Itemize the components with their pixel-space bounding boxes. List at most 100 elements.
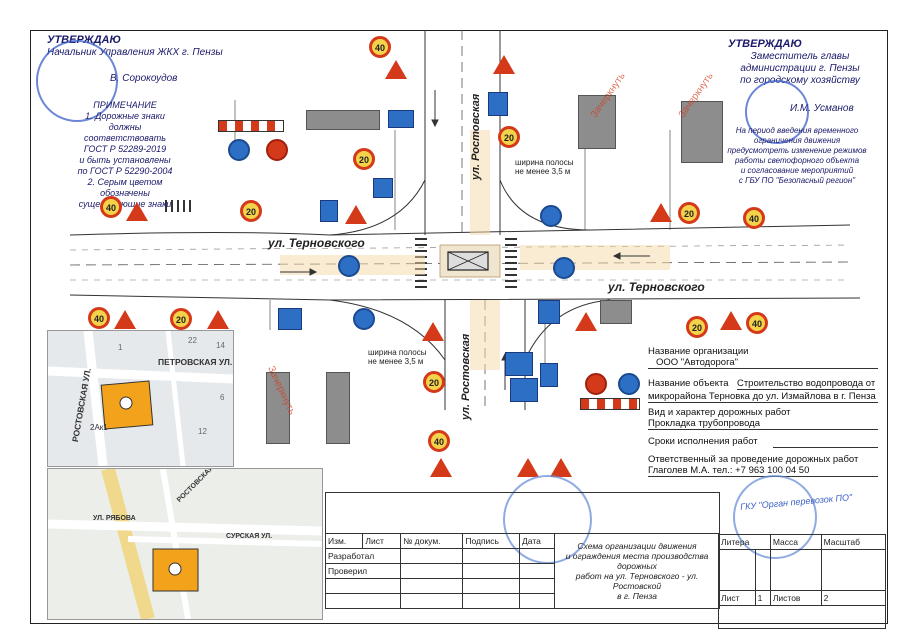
resp-value: Глаголев М.А. тел.: +7 963 100 04 50	[648, 465, 878, 477]
lane-direction-sign	[510, 378, 538, 402]
approve-right-note-1: На период введения временного	[735, 126, 859, 135]
tb-sheet-value: 1	[754, 590, 771, 606]
speed-limit-sign: 20	[240, 200, 262, 222]
info-block: Название организации ООО "Автодорога" На…	[648, 346, 878, 477]
keep-right-sign	[338, 255, 360, 277]
tb-header: Дата	[519, 533, 555, 549]
approve-right-note-3: предусмотреть изменение режимов	[727, 146, 867, 155]
inset2-street-ryabova: УЛ. РЯБОВА	[93, 515, 136, 522]
approve-left-name: В. Сорокоудов	[110, 73, 178, 84]
inset-map-top: ПЕТРОВСКАЯ УЛ. РОСТОВСКАЯ УЛ. 2Ак1 1 22 …	[47, 330, 234, 467]
keep-right-sign	[353, 308, 375, 330]
existing-lane-sign	[306, 110, 380, 130]
inset-map-top-roads	[48, 331, 233, 466]
keep-left-sign	[553, 257, 575, 279]
speed-limit-sign: 40	[369, 36, 391, 58]
approve-left-position: Начальник Управления ЖКХ г. Пензы	[47, 47, 223, 58]
speed-limit-sign: 20	[498, 126, 520, 148]
chevron-board	[218, 120, 284, 132]
approve-right-position-3: по городскому хозяйству	[740, 75, 860, 86]
term-value	[773, 435, 878, 448]
speed-limit-sign: 20	[353, 148, 375, 170]
inset-map-bottom: УЛ. РЯБОВА РОСТОВСКАЯ УЛ. СУРСКАЯ УЛ.	[47, 468, 323, 620]
existing-lane-sign	[600, 300, 632, 324]
tb-row-developed: Разработал	[324, 548, 402, 564]
approve-right-position-2: администрации г. Пензы	[740, 63, 860, 74]
title-block-right: Литера Масса Масштаб Лист 1 Листов 2	[718, 534, 887, 629]
tb-sheets-value: 2	[820, 590, 887, 606]
roadwork-warning-sign	[207, 310, 229, 329]
inset-map-bottom-roads	[48, 469, 322, 619]
tb-description-1: Схема организации движения	[577, 541, 697, 551]
roadwork-warning-sign	[575, 312, 597, 331]
inset-number: 22	[188, 336, 197, 345]
lane-note-bottom-2: не менее 3,5 м	[368, 357, 424, 366]
roadwork-warning-sign	[345, 205, 367, 224]
notes-title: ПРИМЕЧАНИЕ	[93, 100, 157, 110]
keep-left-sign	[540, 205, 562, 227]
street-ternovskogo-left: ул. Терновского	[268, 236, 365, 250]
roadwork-warning-sign	[493, 55, 515, 74]
street-ternovskogo-right: ул. Терновского	[608, 280, 705, 294]
roadwork-warning-sign	[385, 60, 407, 79]
inset-number: 6	[220, 393, 225, 402]
roadwork-warning-sign	[422, 322, 444, 341]
tb-header: Подпись	[462, 533, 521, 549]
tb-description: Схема организации движения и ограждения …	[554, 533, 720, 609]
existing-lane-sign	[266, 372, 290, 444]
existing-lane-sign	[681, 101, 723, 163]
lane-note-top-2: не менее 3,5 м	[515, 167, 571, 176]
roadwork-warning-sign	[550, 458, 572, 477]
inset-number: 12	[198, 427, 207, 436]
drawing-frame	[30, 30, 888, 624]
inset-number: 1	[118, 343, 123, 352]
lane-direction-sign	[538, 300, 560, 324]
lane-note-bottom-1: ширина полосы	[368, 348, 427, 357]
resp-label: Ответственный за проведение дорожных раб…	[648, 454, 859, 465]
notes-line-6: 2. Серым цветом обозначены	[87, 177, 163, 198]
roadwork-warning-sign	[430, 458, 452, 477]
notes-block: ПРИМЕЧАНИЕ 1. Дорожные знаки должны соот…	[70, 100, 180, 210]
inset-number: 14	[216, 341, 225, 350]
approve-right-note-6: с ГБУ ПО "Безопасный регион"	[738, 176, 856, 185]
notes-line-2: соответствовать	[83, 133, 167, 143]
notes-line-1: 1. Дорожные знаки должны	[85, 111, 165, 132]
tb-sheets-label: Листов	[769, 590, 822, 606]
notes-line-3: ГОСТ Р 52289-2019	[83, 144, 167, 154]
street-rostovskaya-bottom: ул. Ростовская	[460, 333, 472, 420]
lane-direction-sign	[540, 363, 558, 387]
tb-description-2: и ограждения места производства дорожных	[565, 551, 709, 571]
speed-limit-sign: 20	[423, 371, 445, 393]
notes-line-5: по ГОСТ Р 52290-2004	[77, 166, 173, 176]
lane-direction-sign	[373, 178, 393, 198]
approve-right-note-4: работы светофорного объекта	[734, 156, 860, 165]
lane-note-bottom: ширина полосы не менее 3,5 м	[368, 348, 426, 366]
tb-header: № докум.	[400, 533, 464, 549]
approve-right-note-5: и согласование мероприятий	[740, 166, 854, 175]
tb-sheet-label: Лист	[718, 590, 756, 606]
lane-direction-sign	[278, 308, 302, 330]
existing-lane-sign	[578, 95, 616, 149]
inset-street-petrovskaya: ПЕТРОВСКАЯ УЛ.	[158, 357, 233, 367]
speed-limit-sign: 40	[746, 312, 768, 334]
street-rostovskaya-top: ул. Ростовская	[470, 93, 482, 180]
approve-right-position: Заместитель главы администрации г. Пензы…	[735, 51, 865, 87]
lane-note-top: ширина полосы не менее 3,5 м	[515, 158, 573, 176]
notes-line-7: существующие знаки	[78, 199, 172, 209]
tb-masshtab: Масштаб	[820, 534, 887, 550]
no-entry-sign	[266, 139, 288, 161]
speed-limit-sign: 40	[100, 196, 122, 218]
org-value: ООО "Автодорога"	[648, 357, 878, 369]
keep-right-sign	[618, 373, 640, 395]
notes-line-4: и быть установлены	[79, 155, 171, 165]
chevron-board	[580, 398, 640, 410]
approve-right-note: На период введения временного ограничени…	[722, 126, 872, 186]
speed-limit-sign: 40	[428, 430, 450, 452]
speed-limit-sign: 20	[686, 316, 708, 338]
object-label: Название объекта	[648, 378, 729, 389]
approve-right-title: УТВЕРЖДАЮ	[728, 38, 802, 50]
roadwork-warning-sign	[517, 458, 539, 477]
tb-description-3: работ на ул. Терновского - ул. Ростовско…	[575, 571, 699, 591]
inset-marker: 2Ак1	[90, 423, 108, 432]
approve-right-name: И.М. Усманов	[790, 103, 854, 114]
